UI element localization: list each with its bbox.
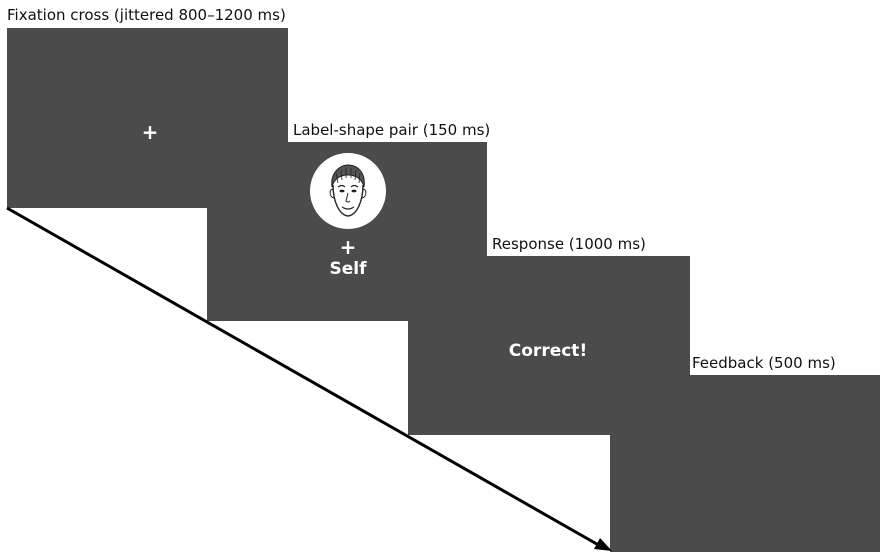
feedback-screen	[610, 375, 880, 552]
feedback-stage-label: Feedback (500 ms)	[692, 354, 836, 372]
self-label: Self	[329, 259, 367, 279]
response-stage-label: Response (1000 ms)	[492, 235, 646, 253]
face-image-circle	[310, 153, 386, 229]
label-shape-stage-label: Label-shape pair (150 ms)	[293, 121, 491, 139]
fixation-stage-label: Fixation cross (jittered 800–1200 ms)	[7, 6, 286, 24]
face-drawing-icon	[329, 164, 367, 217]
correct-feedback-text: Correct!	[508, 341, 588, 361]
fixation-cross: +	[141, 120, 159, 144]
label-shape-cross: +	[339, 235, 357, 259]
